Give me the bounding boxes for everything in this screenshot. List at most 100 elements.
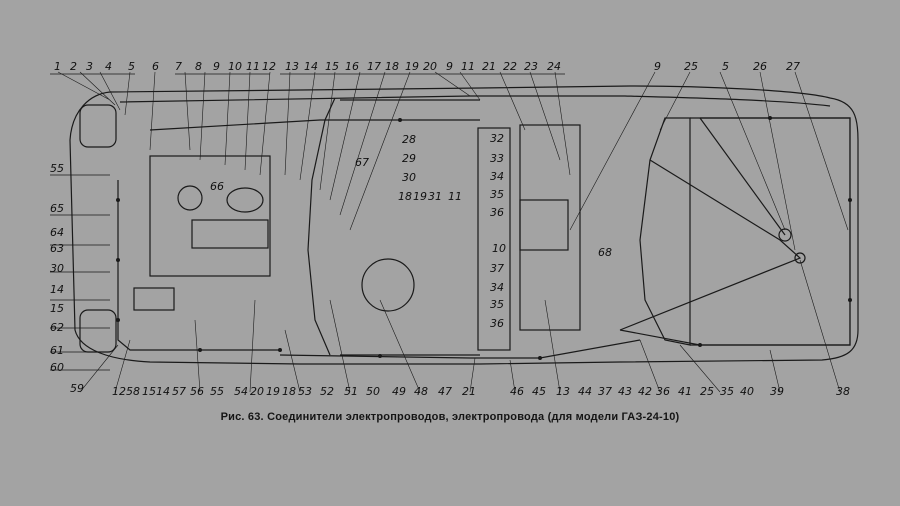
battery — [133, 287, 175, 311]
callout: 9 — [654, 60, 661, 73]
callout: 40 — [740, 385, 754, 398]
callout: 64 — [50, 226, 64, 239]
callout: 7 — [175, 60, 182, 73]
rear-shelf — [690, 117, 851, 346]
callout: 2 — [70, 60, 77, 73]
callout: 13 — [556, 385, 570, 398]
harness-main-bottom — [279, 339, 641, 359]
callout: 35 — [490, 298, 504, 311]
callout: 14 — [50, 283, 64, 296]
callout: 27 — [786, 60, 800, 73]
callout: 35 — [490, 188, 504, 201]
callout: 11 — [448, 190, 462, 203]
callout: 54 — [234, 385, 248, 398]
harness-rear — [619, 117, 851, 346]
callout: 62 — [50, 321, 64, 334]
callout: 6 — [152, 60, 159, 73]
harness-main-top — [149, 119, 480, 131]
callout: 65 — [50, 202, 64, 215]
callout: 30 — [50, 262, 64, 275]
callout: 28 — [402, 133, 416, 146]
callouts-bottom: 59 12 58 15 14 57 56 55 54 20 19 18 53 5… — [70, 382, 850, 398]
callout: 20 — [250, 385, 264, 398]
callouts-panel: 32 33 34 35 36 10 37 34 35 36 68 — [490, 132, 612, 330]
callouts-left: 55 65 64 63 30 14 15 62 61 60 — [50, 162, 64, 374]
callout: 9 — [213, 60, 220, 73]
callout: 37 — [598, 385, 612, 398]
callout: 59 — [70, 382, 84, 395]
callout: 63 — [50, 242, 64, 255]
callout: 15 — [142, 385, 156, 398]
figure-caption: Рис. 63. Соединители электропроводов, эл… — [220, 411, 680, 423]
callout: 19 — [413, 190, 427, 203]
callout: 68 — [598, 246, 612, 259]
roof-line — [340, 99, 480, 356]
callout: 39 — [770, 385, 784, 398]
callout: 36 — [656, 385, 670, 398]
callout: 4 — [105, 60, 112, 73]
harness-cross — [619, 159, 802, 331]
callout: 58 — [126, 385, 140, 398]
callout: 24 — [547, 60, 561, 73]
callout: 32 — [490, 132, 504, 145]
callout: 51 — [344, 385, 358, 398]
callout: 11 — [246, 60, 260, 73]
steering-wheel — [361, 258, 415, 312]
callout: 17 — [367, 60, 381, 73]
callout: 19 — [266, 385, 280, 398]
callout: 50 — [366, 385, 380, 398]
callouts-top: 1 2 3 4 5 6 7 8 9 10 11 12 13 14 15 16 1… — [54, 60, 800, 73]
callout: 53 — [298, 385, 312, 398]
callout: 18 — [282, 385, 296, 398]
callout: 14 — [156, 385, 170, 398]
windshield — [307, 97, 336, 356]
callout: 42 — [638, 385, 652, 398]
callout: 48 — [414, 385, 428, 398]
fuse-panel — [519, 124, 581, 331]
callout: 52 — [320, 385, 334, 398]
callout: 25 — [700, 385, 714, 398]
callout: 33 — [490, 152, 504, 165]
callout: 34 — [490, 170, 504, 183]
callout: 15 — [50, 302, 64, 315]
callout: 45 — [532, 385, 546, 398]
harness-diag — [699, 117, 786, 236]
callout: 34 — [490, 281, 504, 294]
callout: 11 — [461, 60, 475, 73]
callout: 55 — [50, 162, 64, 175]
dome-light — [778, 228, 792, 242]
callout: 9 — [446, 60, 453, 73]
callout: 14 — [304, 60, 318, 73]
callout: 47 — [438, 385, 452, 398]
callout: 56 — [190, 385, 204, 398]
callout: 21 — [462, 385, 476, 398]
callout: 43 — [618, 385, 632, 398]
callout: 18 — [385, 60, 399, 73]
leader-lines — [57, 71, 849, 251]
rear-window — [639, 117, 691, 346]
callout: 36 — [490, 317, 504, 330]
callout: 5 — [128, 60, 135, 73]
callout: 3 — [86, 60, 93, 73]
headlamp-left-top — [79, 104, 117, 148]
callout: 44 — [578, 385, 592, 398]
engine-block — [149, 155, 271, 277]
callout: 16 — [345, 60, 359, 73]
callout: 23 — [524, 60, 538, 73]
callout: 46 — [510, 385, 524, 398]
callout: 22 — [503, 60, 517, 73]
callout: 25 — [684, 60, 698, 73]
generator — [177, 185, 203, 211]
callout: 21 — [482, 60, 496, 73]
callout: 12 — [112, 385, 126, 398]
instrument-cluster — [519, 199, 569, 251]
callout: 49 — [392, 385, 406, 398]
callout: 19 — [405, 60, 419, 73]
rear-fixture — [794, 252, 806, 264]
callout: 5 — [722, 60, 729, 73]
center-console — [477, 127, 511, 351]
radiator — [191, 219, 269, 249]
callouts-inner: 66 67 28 29 30 18 19 31 11 — [210, 133, 462, 203]
callout: 12 — [262, 60, 276, 73]
